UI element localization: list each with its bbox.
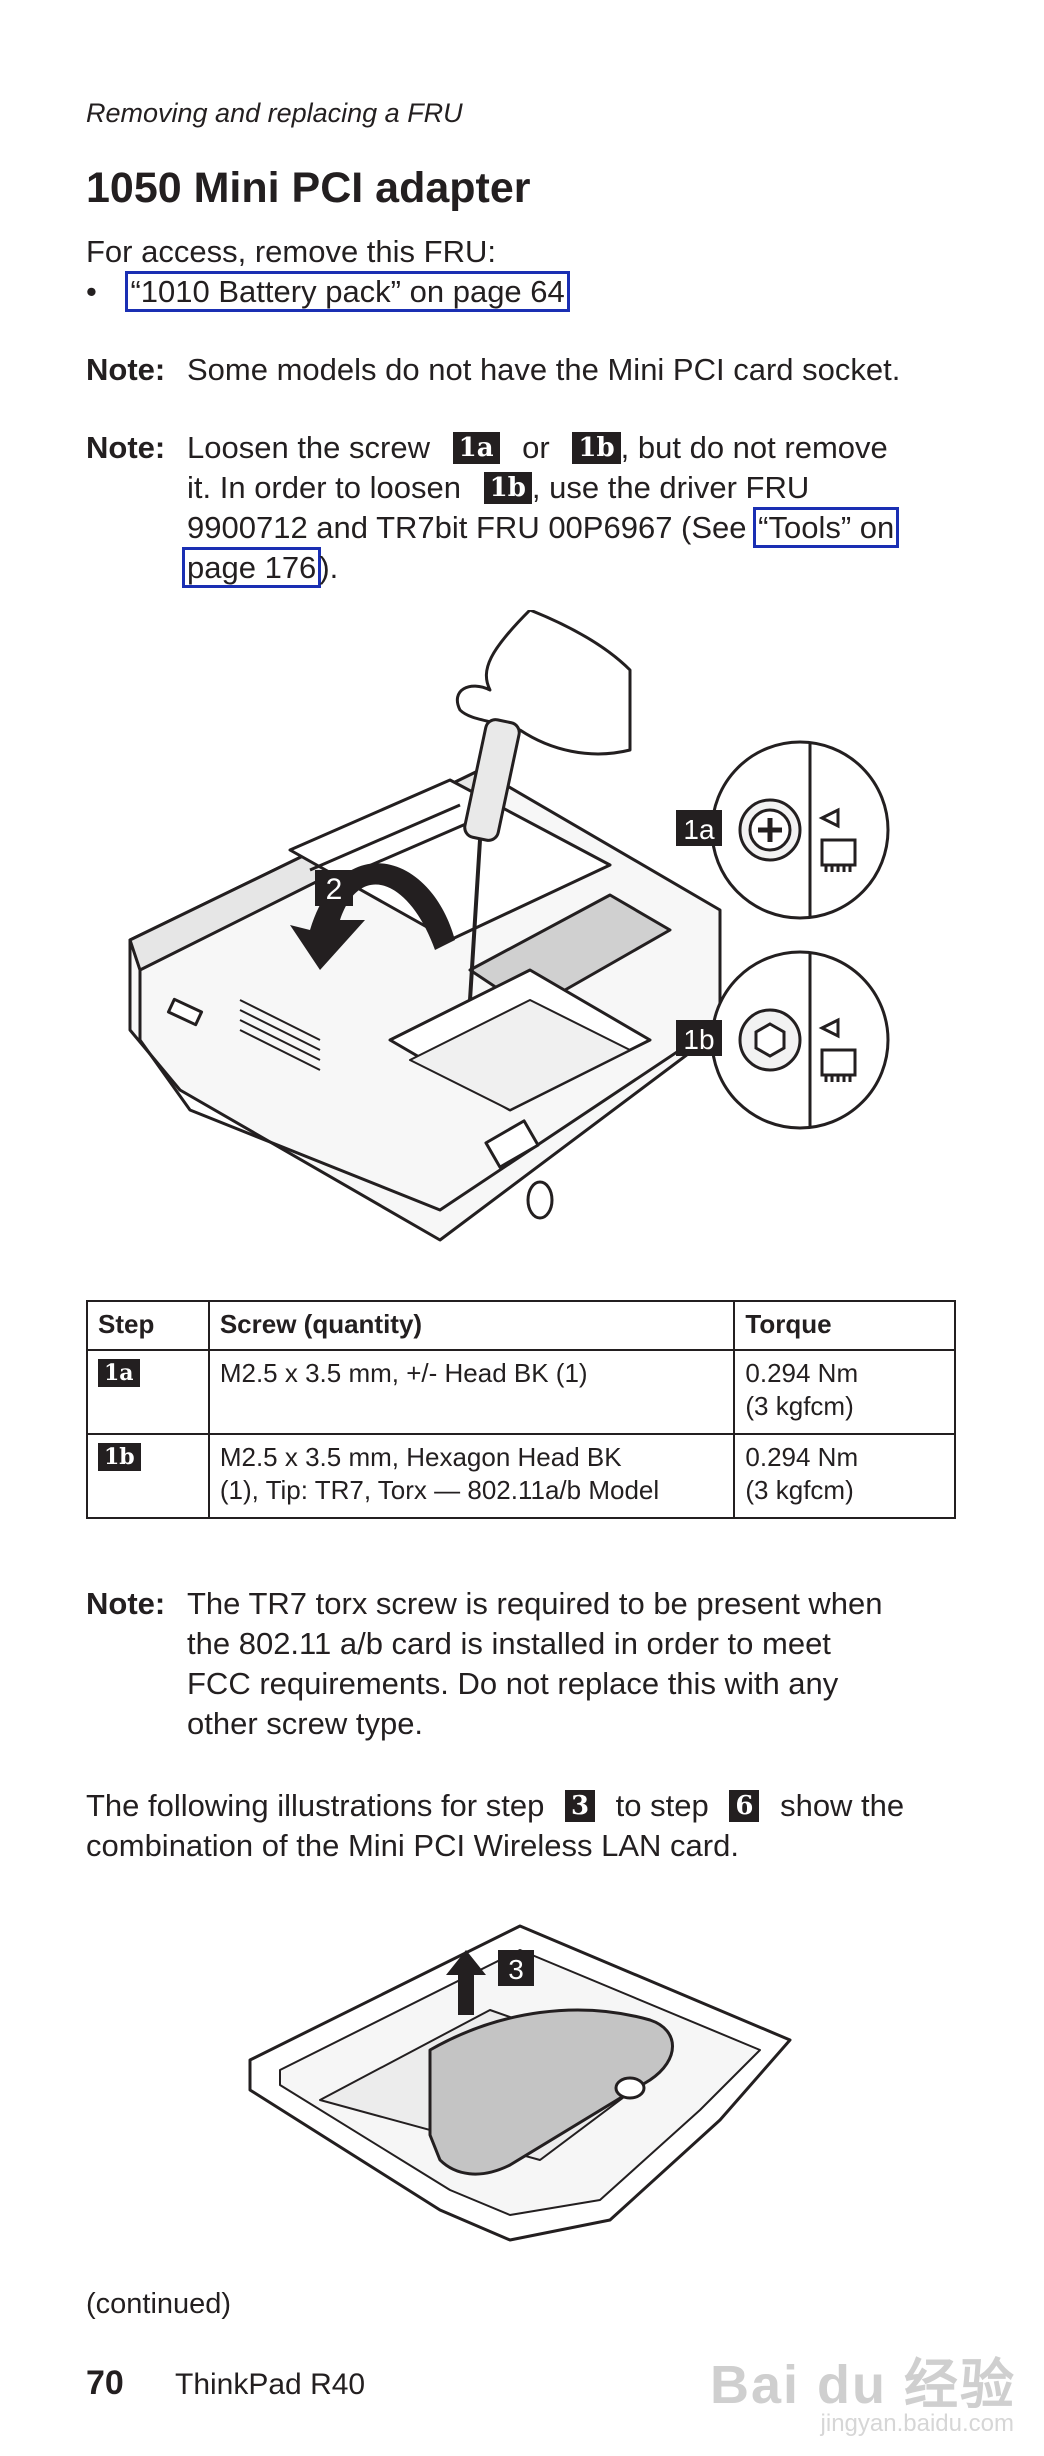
torque-value: 0.294 Nm: [745, 1442, 859, 1472]
note-label: Note:: [86, 352, 166, 387]
note-2: Note:: [86, 428, 165, 468]
page-number: 70: [86, 2364, 124, 2402]
step-badge-1a: 1a: [98, 1359, 140, 1387]
table-header-step: Step: [86, 1300, 210, 1351]
note-3-line: other screw type.: [187, 1706, 424, 1741]
torque-kgfcm: (3 kgfcm): [745, 1391, 854, 1421]
table-cell-step: 1a: [86, 1349, 210, 1435]
bullet: •: [86, 274, 97, 309]
screw-table: Step Screw (quantity) Torque 1a M2.5 x 3…: [86, 1300, 956, 1519]
note-3-line: The TR7 torx screw is required to be pre…: [187, 1586, 883, 1621]
table-cell-torque: 0.294 Nm (3 kgfcm): [733, 1433, 956, 1519]
intro-text-a: The following illustrations for step: [86, 1788, 545, 1823]
table-header-screw: Screw (quantity): [207, 1300, 736, 1351]
illustration-intro-line-2: combination of the Mini PCI Wireless LAN…: [86, 1828, 739, 1863]
note-3-line: the 802.11 a/b card is installed in orde…: [187, 1626, 831, 1661]
note-3-line: FCC requirements. Do not replace this wi…: [187, 1666, 839, 1701]
page-title: 1050 Mini PCI adapter: [86, 164, 531, 212]
note-1: Note:: [86, 350, 165, 390]
note-2-text: Loosen the screw 1a or 1b, but do not re…: [182, 428, 967, 588]
note-2-text-c: it. In order to loosen: [187, 470, 461, 505]
step-badge-1b: 1b: [98, 1443, 141, 1471]
table-header-torque: Torque: [733, 1300, 956, 1351]
note-2-text-or: or: [522, 430, 550, 465]
callout-2: 2: [326, 873, 343, 906]
note-2-text-d: , use the driver FRU: [531, 470, 810, 505]
note-2-line-2: it. In order to loosen 1b, use the drive…: [187, 468, 967, 508]
running-head: Removing and replacing a FRU: [86, 98, 463, 128]
note-2-line-3: 9900712 and TR7bit FRU 00P6967 (See “Too…: [187, 507, 967, 548]
laptop-underside-illustration: 2 1a 1b: [128, 610, 890, 1242]
note-3-text: The TR7 torx screw is required to be pre…: [187, 1584, 883, 1744]
table-header-row: Step Screw (quantity) Torque: [86, 1300, 956, 1351]
note-label: Note:: [86, 430, 166, 465]
intro-text-c: show the: [780, 1788, 905, 1823]
table-row: 1a M2.5 x 3.5 mm, +/- Head BK (1) 0.294 …: [86, 1349, 956, 1435]
battery-pack-link[interactable]: “1010 Battery pack” on page 64: [125, 271, 570, 312]
baidu-watermark-url: jingyan.baidu.com: [820, 2410, 1014, 2437]
torque-value: 0.294 Nm: [745, 1358, 859, 1388]
screw-desc-line-1: M2.5 x 3.5 mm, Hexagon Head BK: [219, 1442, 622, 1472]
continued-label: (continued): [86, 2288, 232, 2320]
note-2-text-b: , but do not remove: [620, 430, 888, 465]
torque-kgfcm: (3 kgfcm): [745, 1475, 854, 1505]
tools-link-part-2[interactable]: page 176: [182, 547, 322, 588]
note-2-line-1: Loosen the screw 1a or 1b, but do not re…: [187, 428, 967, 468]
note-2-text-e: 9900712 and TR7bit FRU 00P6967 (See: [187, 510, 747, 545]
step-badge-3: 3: [564, 1790, 596, 1822]
intro-text-b: to step: [615, 1788, 709, 1823]
table-row: 1b M2.5 x 3.5 mm, Hexagon Head BK (1), T…: [86, 1433, 956, 1519]
illustration-intro-line-1: The following illustrations for step 3 t…: [86, 1786, 966, 1826]
note-2-text-f: ).: [319, 550, 339, 585]
access-list: • “1010 Battery pack” on page 64: [86, 271, 570, 312]
tools-link-part-1[interactable]: “Tools” on: [753, 507, 900, 548]
step-badge-6: 6: [729, 1790, 760, 1822]
table-cell-screw: M2.5 x 3.5 mm, Hexagon Head BK (1), Tip:…: [207, 1433, 736, 1519]
table-cell-step: 1b: [86, 1433, 210, 1519]
step-badge-1b: 1b: [572, 432, 621, 464]
table-cell-screw: M2.5 x 3.5 mm, +/- Head BK (1): [207, 1349, 736, 1435]
step-badge-1b: 1b: [483, 472, 532, 504]
note-2-line-4: page 176).: [182, 547, 967, 588]
screw-desc-line-2: (1), Tip: TR7, Torx — 802.11a/b Model: [219, 1475, 660, 1505]
illustration-intro: The following illustrations for step 3 t…: [86, 1786, 966, 1866]
baidu-watermark: Bai du 经验: [709, 2355, 1016, 2415]
access-intro: For access, remove this FRU:: [86, 234, 496, 269]
note-label: Note:: [86, 1586, 166, 1621]
note-1-text: Some models do not have the Mini PCI car…: [187, 352, 901, 387]
book-title: ThinkPad R40: [175, 2368, 366, 2401]
callout-3: 3: [508, 1954, 524, 1985]
callout-1a: 1a: [683, 814, 715, 845]
note-3: Note:: [86, 1584, 165, 1624]
note-2-text-a: Loosen the screw: [187, 430, 430, 465]
mini-pci-card-illustration: 3: [248, 1924, 792, 2242]
callout-1b: 1b: [683, 1024, 714, 1055]
step-badge-1a: 1a: [452, 432, 500, 464]
table-cell-torque: 0.294 Nm (3 kgfcm): [733, 1349, 956, 1435]
